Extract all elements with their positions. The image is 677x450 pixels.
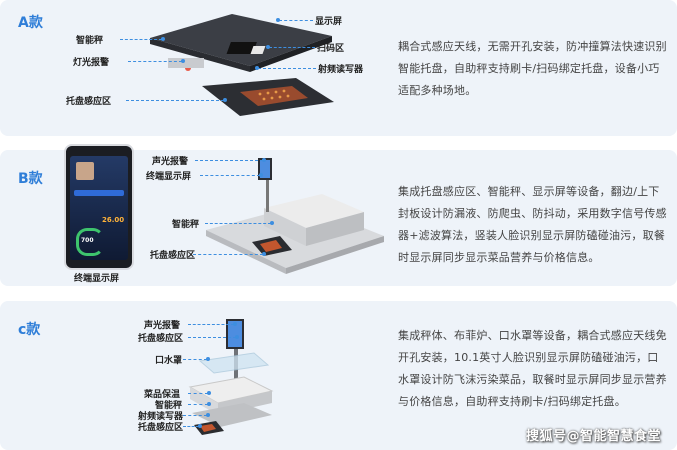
callout-dot: [266, 45, 270, 49]
callout-smart-scale-c: 智能秤: [155, 401, 183, 411]
callout-line: [126, 100, 224, 101]
callout-dot: [262, 158, 266, 162]
callout-line: [188, 393, 208, 394]
phone-gauge: 700: [81, 237, 94, 244]
description-b: 集成托盘感应区、智能秤、显示屏等设备，翻边/上下封板设计防漏液、防爬虫、防抖动，…: [398, 185, 667, 264]
callout-dot: [276, 18, 280, 22]
watermark: 搜狐号@智能智慧食堂: [525, 429, 661, 444]
phone-caption: 终端显示屏: [74, 274, 120, 284]
callout-line: [279, 20, 313, 21]
callout-dot: [262, 252, 266, 256]
callout-dot: [198, 424, 202, 428]
callout-dot: [223, 98, 227, 102]
callout-tray-zone-c-top: 托盘感应区: [138, 334, 184, 344]
callout-dot: [161, 37, 165, 41]
callout-dot: [235, 335, 239, 339]
callout-line: [269, 47, 315, 48]
model-label-a: A款: [18, 15, 43, 31]
phone-weight: 26.00: [102, 216, 125, 224]
callout-line: [183, 359, 207, 360]
callout-sneeze-guard-c: 口水罩: [155, 356, 183, 366]
gauge-ring: [76, 228, 104, 256]
panel-b: B款 26.00 700 终端显示屏 声光报警 终端显示屏 智能秤 托盘感应区: [0, 144, 677, 286]
callout-tray-zone-a: 托盘感应区: [66, 97, 112, 107]
callout-display-a: 显示屏: [315, 17, 343, 27]
callout-dot: [270, 221, 274, 225]
callout-line: [188, 404, 208, 405]
callout-smart-scale-a: 智能秤: [76, 36, 104, 46]
face-photo: [76, 162, 94, 180]
callout-tray-zone-c-bottom: 托盘感应区: [138, 423, 184, 433]
panel-a: A款 智能秤 灯光报警 托盘感应区 显示屏 扫码区 射频读: [0, 0, 677, 136]
model-label-c: c款: [18, 322, 41, 338]
callout-rfid-c: 射频读写器: [138, 412, 184, 422]
callout-tray-zone-b: 托盘感应区: [150, 251, 196, 261]
panel-c: c款 声光报警 托盘感应区 口水罩 菜品保温 智能秤 射频读写器 托盘感应区 集…: [0, 301, 677, 450]
callout-dot: [233, 322, 237, 326]
device-a-illustration: [150, 14, 334, 116]
model-label-b: B款: [18, 171, 43, 187]
callout-line: [200, 175, 260, 176]
callout-line: [188, 337, 236, 338]
callout-line: [205, 223, 271, 224]
description-a: 耦合式感应天线，无需开孔安装，防冲撞算法快速识别智能托盘，自助秤支持刷卡/扫码绑…: [398, 40, 667, 97]
callout-scan-zone-a: 扫码区: [317, 44, 345, 54]
terminal-phone: 26.00 700: [64, 144, 134, 270]
callout-dot: [255, 66, 259, 70]
callout-line: [183, 415, 207, 416]
callout-line: [195, 160, 263, 161]
callout-dot: [206, 357, 210, 361]
callout-line: [258, 68, 316, 69]
callout-dot: [207, 402, 211, 406]
callout-sound-light-alarm-c: 声光报警: [144, 321, 181, 331]
callout-sound-light-alarm-b: 声光报警: [152, 157, 189, 167]
callout-rfid-a: 射频读写器: [318, 65, 364, 75]
description-c: 集成秤体、布菲炉、口水罩等设备，耦合式感应天线免开孔安装，10.1英寸人脸识别显…: [398, 329, 667, 408]
callout-dot: [206, 413, 210, 417]
device-c-illustration: [188, 319, 274, 435]
callout-light-alarm-a: 灯光报警: [73, 58, 110, 68]
callout-dot: [181, 59, 185, 63]
device-b-illustration: [206, 158, 384, 274]
callout-line: [188, 324, 234, 325]
callout-line: [183, 426, 199, 427]
callout-terminal-display-b: 终端显示屏: [146, 172, 192, 182]
callout-smart-scale-b: 智能秤: [172, 220, 200, 230]
callout-dot: [259, 173, 263, 177]
callout-dish-warmer-c: 菜品保温: [144, 390, 181, 400]
callout-line: [128, 61, 182, 62]
callout-dot: [207, 391, 211, 395]
callout-line: [120, 39, 162, 40]
callout-line: [193, 254, 263, 255]
